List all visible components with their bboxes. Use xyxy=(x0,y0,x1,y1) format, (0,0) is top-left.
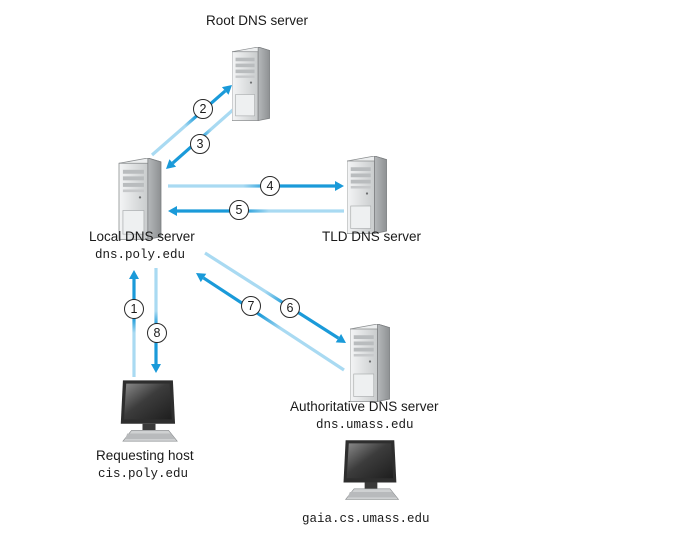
requesting-host-monitor-icon xyxy=(120,379,178,442)
arrowhead-step-8 xyxy=(151,364,161,373)
gaia-host-monitor-icon xyxy=(342,439,400,500)
authoritative-dns-server-hostname: dns.umass.edu xyxy=(316,418,414,432)
arrow-step-2 xyxy=(150,89,227,157)
root-dns-server-label: Root DNS server xyxy=(206,13,309,28)
tld-dns-server-icon xyxy=(347,156,387,235)
authoritative-dns-server-icon xyxy=(350,324,390,403)
arrowhead-step-5 xyxy=(168,206,177,216)
authoritative-dns-server-label: Authoritative DNS server xyxy=(290,399,439,414)
step-3-badge: 3 xyxy=(190,134,210,154)
step-7-badge: 7 xyxy=(241,296,261,316)
step-6-badge: 6 xyxy=(280,298,300,318)
step-2-badge: 2 xyxy=(193,99,213,119)
arrows-layer xyxy=(129,85,346,377)
arrowhead-step-4 xyxy=(335,181,344,191)
arrow-step-7 xyxy=(202,276,345,372)
root-dns-server-icon xyxy=(232,47,270,122)
local-dns-server-label: Local DNS server xyxy=(89,229,195,244)
step-8-badge: 8 xyxy=(147,323,167,343)
tld-dns-server-label: TLD DNS server xyxy=(322,229,422,244)
arrowhead-step-7 xyxy=(196,273,207,283)
arrowhead-step-1 xyxy=(129,270,139,279)
step-5-badge: 5 xyxy=(229,200,249,220)
requesting-host-label: Requesting host xyxy=(96,448,194,463)
arrowhead-step-3 xyxy=(166,159,177,169)
arrowhead-step-2 xyxy=(221,85,232,95)
gaia-host-hostname: gaia.cs.umass.edu xyxy=(302,512,430,526)
step-4-badge: 4 xyxy=(260,176,280,196)
local-dns-server-hostname: dns.poly.edu xyxy=(95,248,186,262)
arrow-step-6 xyxy=(204,251,340,340)
step-1-badge: 1 xyxy=(124,299,144,319)
local-dns-server-icon xyxy=(118,158,162,241)
requesting-host-hostname: cis.poly.edu xyxy=(98,467,189,481)
arrowhead-step-6 xyxy=(335,333,346,343)
arrow-step-3 xyxy=(171,99,245,165)
